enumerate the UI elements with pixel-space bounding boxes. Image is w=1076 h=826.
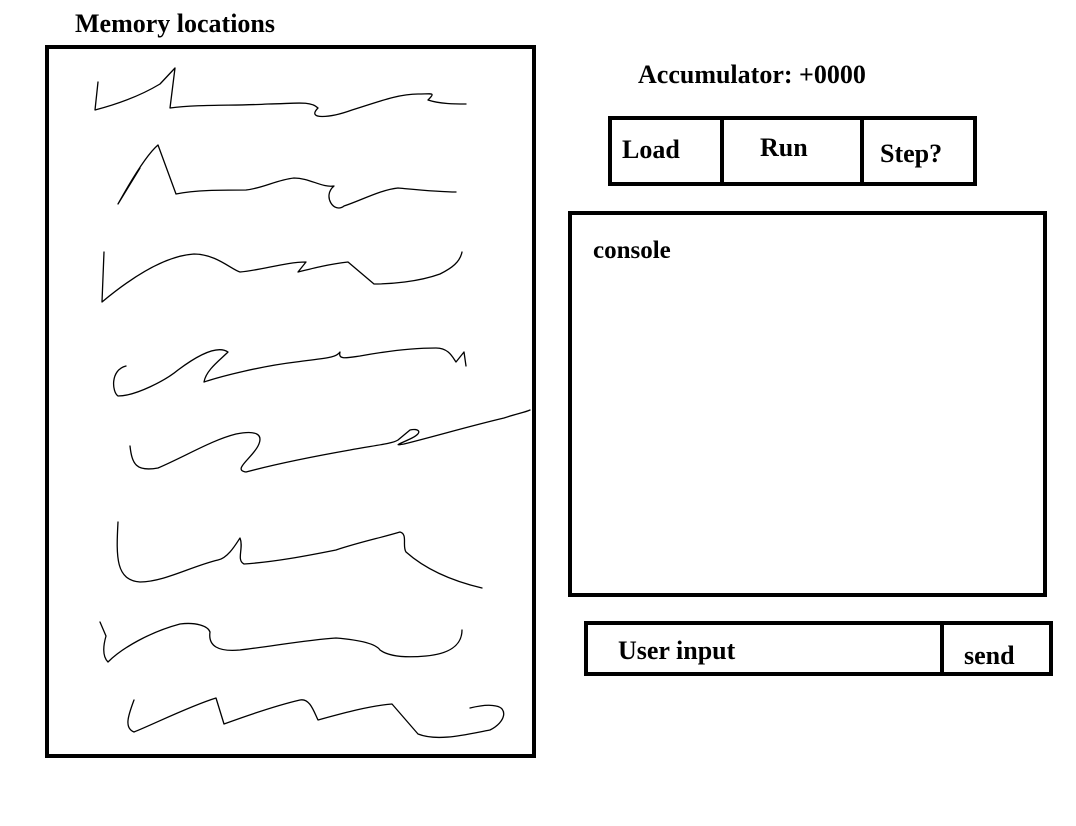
- memory-locations-panel: [45, 45, 536, 758]
- step-button[interactable]: Step?: [864, 120, 973, 182]
- load-button[interactable]: Load: [612, 120, 720, 182]
- toolbar: [608, 116, 977, 186]
- run-button-label: Run: [760, 133, 808, 162]
- run-button[interactable]: Run: [720, 120, 864, 182]
- load-button-label: Load: [622, 135, 680, 164]
- send-button[interactable]: send: [940, 625, 1049, 672]
- console-title: console: [593, 237, 671, 264]
- send-button-label: send: [964, 641, 1015, 670]
- input-row: [584, 621, 1053, 676]
- user-input-field[interactable]: User input: [588, 625, 940, 672]
- accumulator-display: Accumulator: +0000: [638, 62, 866, 88]
- accumulator-label: Accumulator:: [638, 60, 793, 89]
- memory-locations-title: Memory locations: [75, 9, 276, 38]
- step-button-label: Step?: [880, 139, 943, 168]
- user-input-placeholder: User input: [618, 636, 736, 665]
- console-panel: console: [568, 211, 1047, 597]
- accumulator-value: +0000: [799, 60, 866, 89]
